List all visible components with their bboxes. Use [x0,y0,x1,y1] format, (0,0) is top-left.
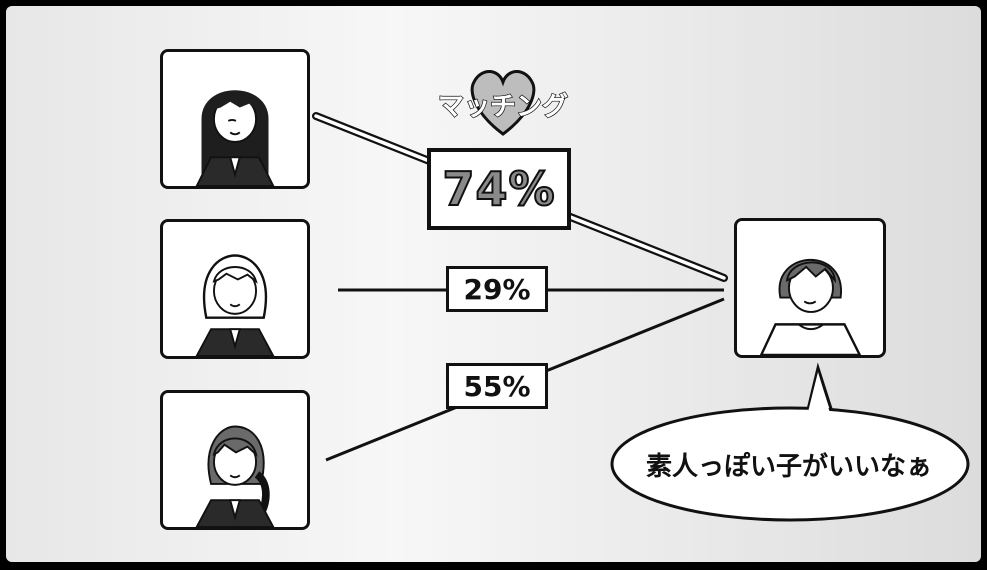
speech-bubble [610,362,970,522]
match-percent-middle: 29% [446,266,548,312]
portrait-ponytail-girl [160,390,310,530]
match-percent-bottom: 55% [446,363,548,409]
comic-panel: マッチング 74% 29% 55% 素人っぽい子がいいなぁ [6,6,981,562]
portrait-short-hair-boy [734,218,886,358]
portrait-short-hair-girl [160,219,310,359]
speech-bubble-text: 素人っぽい子がいいなぁ [646,452,933,482]
match-percent-top: 74% [427,148,571,230]
heart-icon [470,70,536,136]
long-hair-girl-icon [163,52,307,186]
short-hair-girl-icon [163,222,307,356]
portrait-long-hair-girl [160,49,310,189]
connection-lines [312,70,970,522]
matching-label: マッチング [437,91,569,122]
ponytail-girl-icon [163,393,307,527]
short-hair-boy-icon [737,221,883,355]
